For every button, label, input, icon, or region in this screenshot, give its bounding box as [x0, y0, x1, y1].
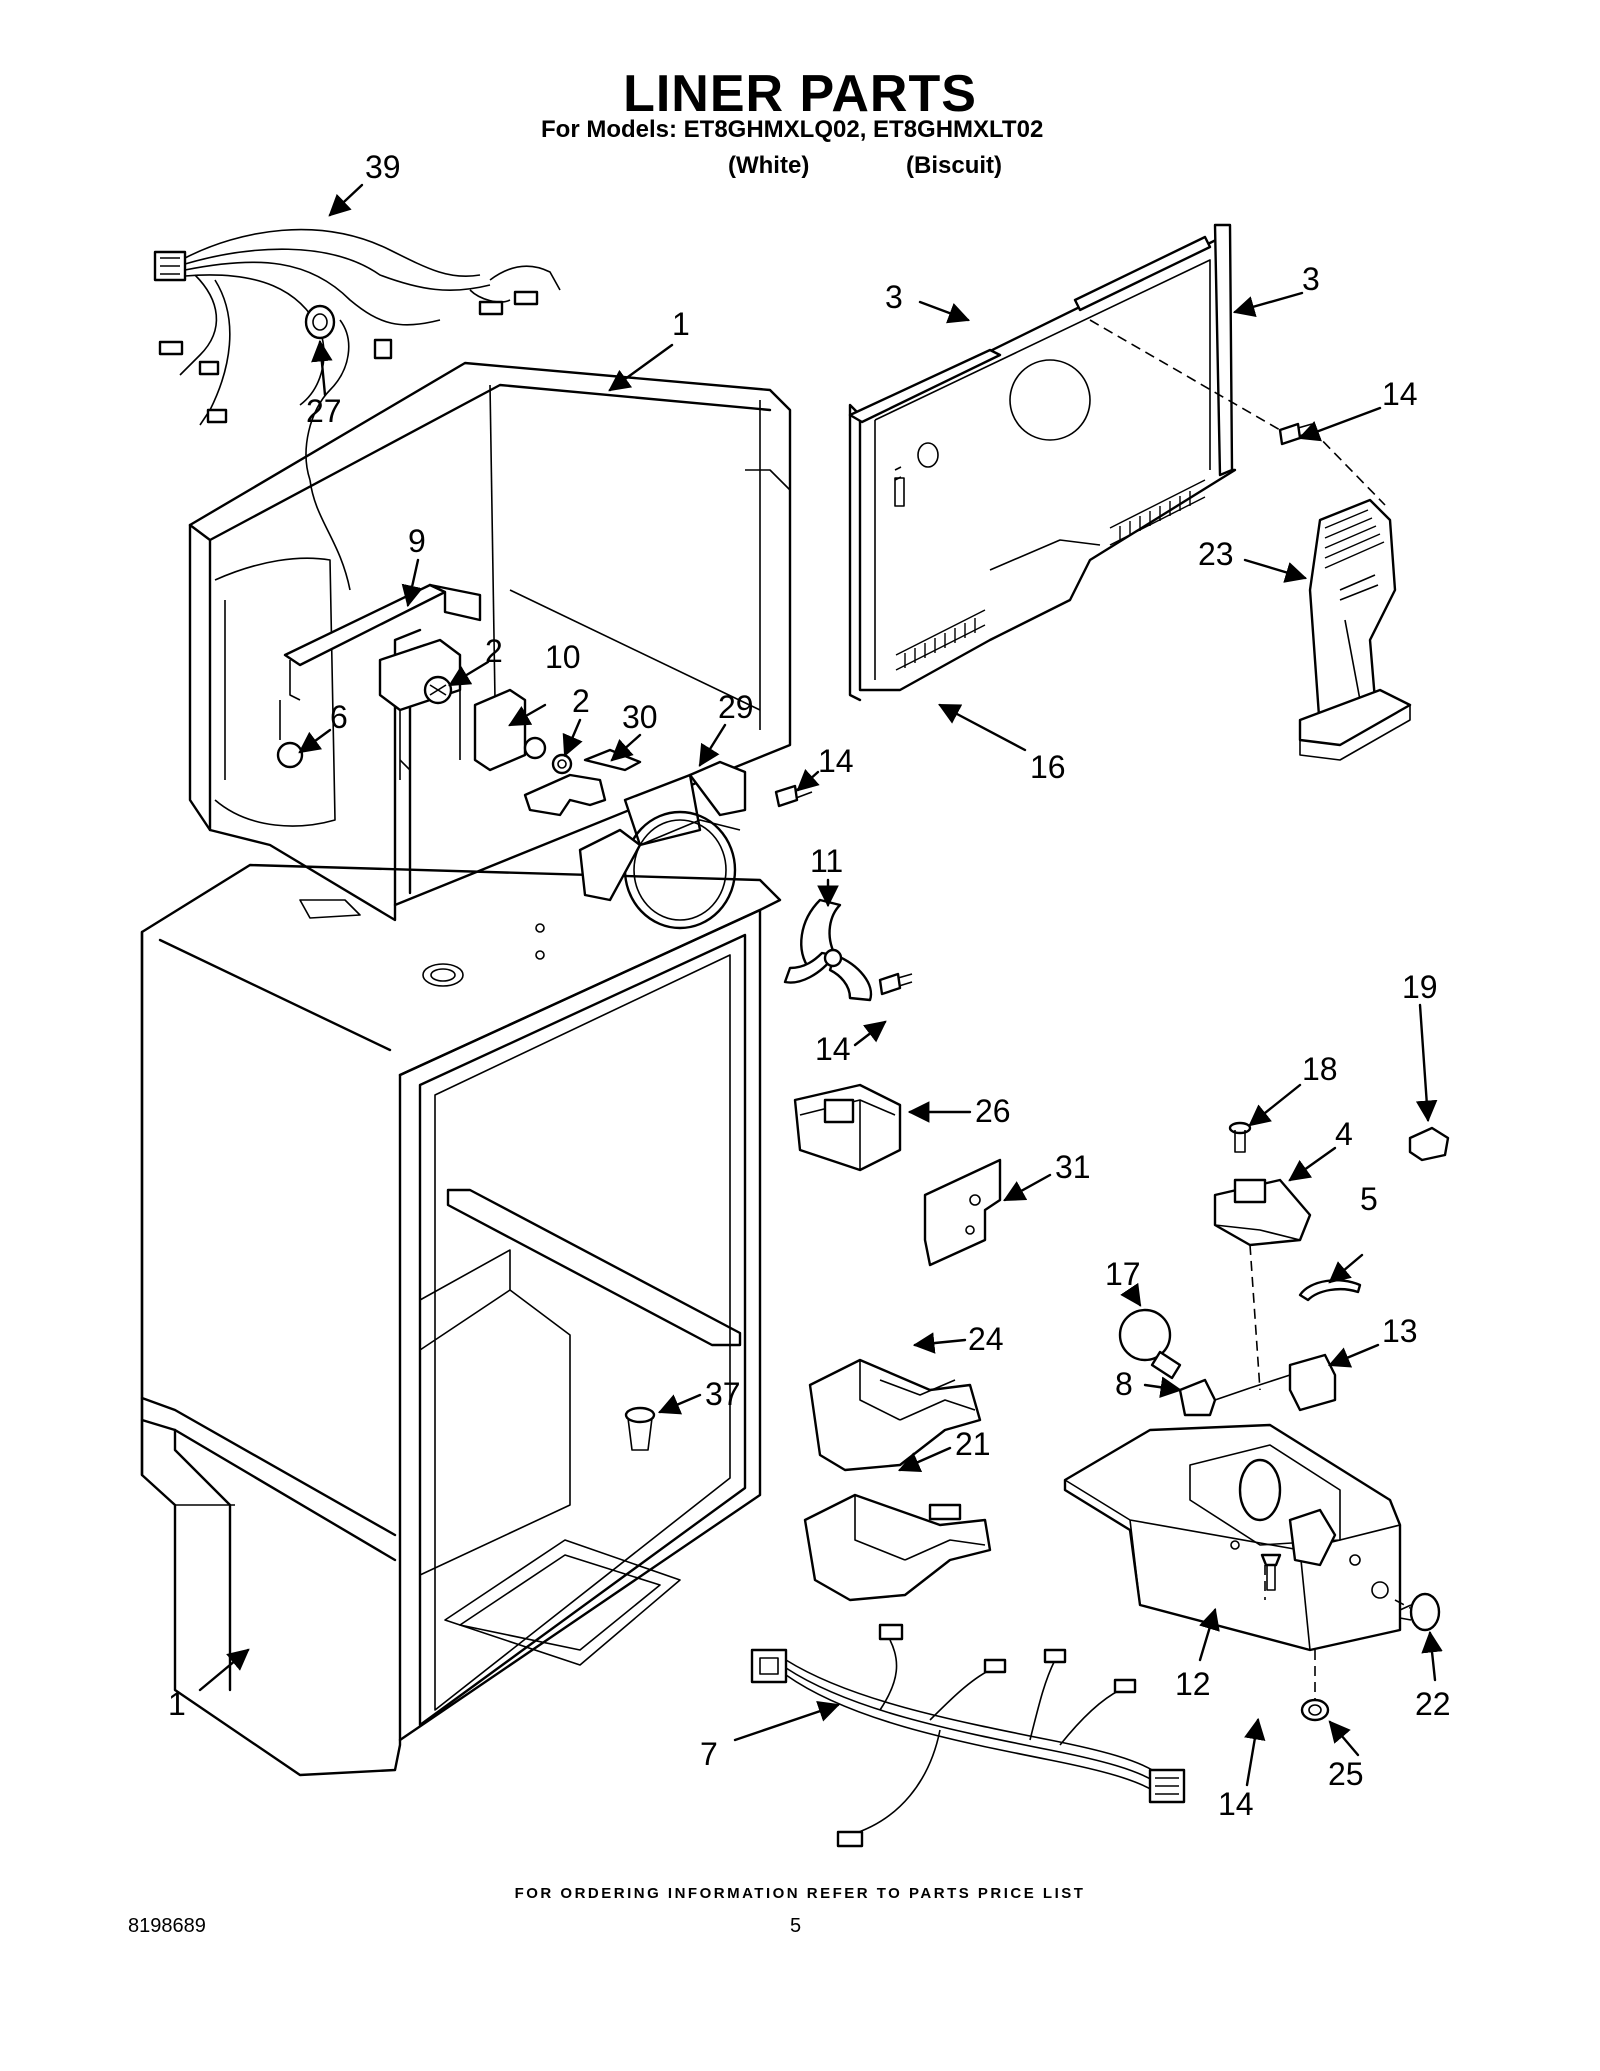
- callout-11: 11: [810, 843, 843, 879]
- leader-arrows: [198, 183, 1443, 1787]
- part-21: [803, 1493, 992, 1602]
- callout-29: 29: [718, 689, 754, 725]
- light-bulb-17: [1118, 1308, 1182, 1380]
- callout-1-bottom: 1: [168, 1686, 186, 1722]
- callout-14-c: 14: [1382, 376, 1418, 412]
- part-31: [923, 1158, 1002, 1267]
- callout-16: 16: [1030, 749, 1066, 785]
- callout-24: 24: [968, 1321, 1004, 1357]
- variant-biscuit: (Biscuit): [906, 152, 1002, 179]
- models-line: For Models: ET8GHMXLQ02, ET8GHMXLT02: [541, 116, 1044, 143]
- callout-5: 5: [1360, 1181, 1378, 1217]
- part-19: [1408, 1126, 1450, 1162]
- nut-25: [1300, 1698, 1330, 1722]
- callout-37: 37: [705, 1376, 741, 1412]
- callout-7: 7: [700, 1736, 718, 1772]
- callout-26: 26: [975, 1093, 1011, 1129]
- screw-14-a: [774, 783, 813, 808]
- variant-white: (White): [728, 152, 810, 179]
- fresh-food-liner: [140, 863, 782, 1777]
- clip-5: [1298, 1279, 1362, 1302]
- callout-1-top: 1: [672, 306, 690, 342]
- rear-panel-16: [848, 236, 1237, 702]
- callout-14-a: 14: [818, 743, 854, 779]
- callout-10: 10: [545, 639, 581, 675]
- part-4: [1213, 1178, 1312, 1247]
- wiring-harness-7: [750, 1623, 1186, 1848]
- callout-17: 17: [1105, 1256, 1141, 1292]
- callout-2-b: 2: [572, 683, 590, 719]
- callout-23: 23: [1198, 536, 1234, 572]
- page-number: 5: [790, 1915, 802, 1937]
- callout-3-right: 3: [1302, 261, 1320, 297]
- callout-21: 21: [955, 1426, 991, 1462]
- callout-6: 6: [330, 699, 348, 735]
- light-housing-12: [1063, 1423, 1402, 1652]
- callout-22: 22: [1415, 1686, 1451, 1722]
- callout-30: 30: [622, 699, 658, 735]
- callout-12: 12: [1175, 1666, 1211, 1702]
- callout-14-d: 14: [1218, 1786, 1254, 1822]
- callout-31: 31: [1055, 1149, 1091, 1185]
- part-26: [793, 1083, 902, 1172]
- part-24: [808, 1358, 982, 1472]
- knob-22: [1399, 1592, 1441, 1632]
- callout-27: 27: [306, 393, 342, 429]
- fan-blade-11: [783, 898, 873, 1002]
- part-37: [624, 1406, 656, 1451]
- callout-25: 25: [1328, 1756, 1364, 1792]
- socket-8: [1178, 1378, 1251, 1417]
- page-title: LINER PARTS: [623, 65, 977, 123]
- screw-14-c: [1278, 422, 1313, 446]
- wiring-harness-39: [153, 228, 561, 591]
- callout-14-b: 14: [815, 1031, 851, 1067]
- fan-shroud-23: [1298, 498, 1412, 761]
- callout-4: 4: [1335, 1116, 1353, 1152]
- callout-2-a: 2: [485, 633, 503, 669]
- ordering-note: FOR ORDERING INFORMATION REFER TO PARTS …: [514, 1885, 1086, 1902]
- callout-19: 19: [1402, 969, 1438, 1005]
- callout-3-left: 3: [885, 279, 903, 315]
- switch-13: [1249, 1353, 1337, 1412]
- seal-3-left: [848, 348, 1002, 424]
- assembly-lines: [1089, 319, 1411, 1700]
- callout-labels: 39 27 1 9 2 10 2 6 30 29 14 3 3 14 23 16…: [168, 149, 1451, 1822]
- screw-14-d: [1260, 1553, 1282, 1591]
- screw-18: [1228, 1121, 1252, 1153]
- document-number: 8198689: [128, 1915, 206, 1937]
- screw-14-b: [878, 972, 913, 996]
- callout-18: 18: [1302, 1051, 1338, 1087]
- seal-3-right: [1073, 223, 1234, 477]
- callout-13: 13: [1382, 1313, 1418, 1349]
- callout-9: 9: [408, 523, 426, 559]
- callout-39: 39: [365, 149, 401, 185]
- callout-8: 8: [1115, 1366, 1133, 1402]
